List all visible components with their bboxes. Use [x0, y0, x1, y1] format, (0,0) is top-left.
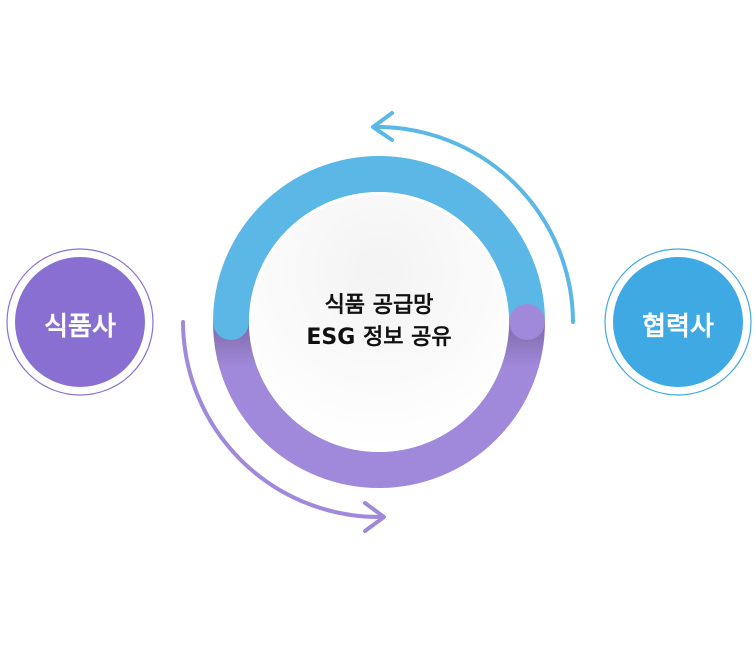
center-title: 식품 공급망 ESG 정보 공유 [279, 290, 479, 354]
purple-ring-cap [509, 304, 545, 340]
right-node-circle [613, 257, 743, 387]
arrow-left-icon [371, 111, 394, 142]
right-node-label: 협력사 [642, 312, 714, 342]
center-circle-fill [252, 195, 506, 449]
center-title-line1: 식품 공급망 [324, 293, 434, 318]
left-node-label: 식품사 [44, 312, 116, 342]
center-title-line2: ESG 정보 공유 [306, 325, 452, 350]
purple-arrow-arc [181, 320, 383, 520]
purple-ring-segment [213, 321, 545, 488]
blue-ring-segment [213, 156, 545, 323]
arrow-right-icon [363, 501, 386, 533]
blue-arrow-arc [375, 125, 575, 324]
left-node-circle [15, 257, 145, 387]
blue-ring-cap [213, 304, 249, 340]
